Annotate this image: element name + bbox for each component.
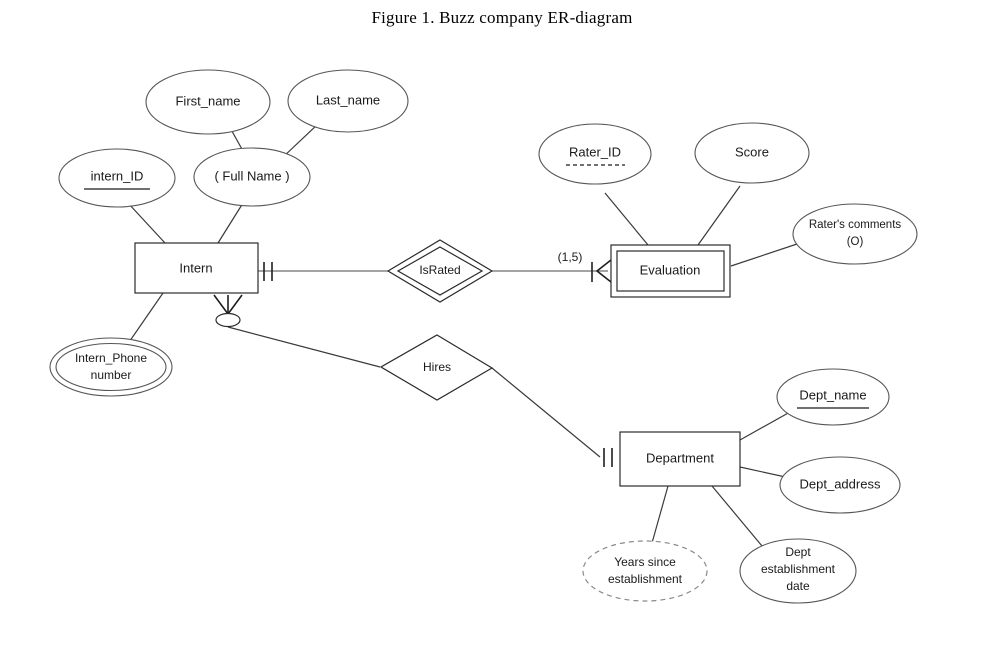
attribute-ellipse [792, 203, 918, 265]
attribute-label: First_name [175, 93, 240, 108]
edge-score-evaluation [697, 185, 741, 246]
attribute-label-line1: Intern_Phone [75, 351, 147, 365]
attribute-label-line2: establishment [761, 562, 836, 576]
attribute-ellipse [538, 123, 652, 185]
attribute-ellipse [694, 122, 810, 184]
marker-one-and-only-one-intern [263, 262, 273, 281]
relationship-label: Hires [423, 360, 451, 374]
marker-one-to-many-evaluation [591, 259, 612, 283]
attribute-label-line1: Dept [785, 545, 811, 559]
entity-box-inner [616, 250, 725, 292]
attribute-ellipse [58, 148, 176, 208]
edge-intern-id-intern [127, 202, 166, 244]
entity-label: Evaluation [640, 262, 701, 277]
figure-title: Figure 1. Buzz company ER-diagram [371, 8, 633, 27]
attribute-label: ( Full Name ) [214, 168, 289, 183]
attribute-rater-id[interactable]: Rater_ID [538, 123, 652, 185]
marker-zero-or-many-intern [213, 294, 243, 328]
attribute-rater-comments[interactable]: Rater's comments (O) [792, 203, 918, 265]
entity-label: Department [646, 450, 714, 465]
connector-lines [124, 123, 801, 547]
attribute-label-line3: date [786, 579, 810, 593]
attribute-label: Score [735, 144, 769, 159]
edge-department-years-since [651, 485, 669, 544]
attribute-label-line1: Rater's comments [809, 219, 902, 231]
relationship-diamond-inner [396, 246, 484, 296]
attribute-dept-address[interactable]: Dept_address [779, 456, 901, 514]
attribute-intern-phone-number[interactable]: Intern_Phone number [49, 337, 173, 397]
relationship-israted[interactable]: IsRated [386, 239, 494, 303]
attribute-ellipse-inner [55, 342, 167, 392]
cardinality-markers [213, 259, 613, 467]
attribute-ellipse-derived [582, 540, 708, 602]
attribute-years-since-establishment[interactable]: Years since establishment [582, 540, 708, 602]
entity-evaluation[interactable]: Evaluation [610, 244, 731, 298]
edge-department-dept-name [739, 411, 791, 441]
edge-department-dept-est-date [711, 485, 763, 547]
marker-one-and-only-one-department [603, 448, 613, 467]
entity-label: Intern [179, 260, 212, 275]
attribute-ellipse [145, 69, 271, 135]
attribute-label: Rater_ID [569, 144, 621, 159]
relationship-label: IsRated [419, 263, 460, 277]
cardinality-label-israted: (1,5) [558, 250, 583, 264]
attribute-ellipse [776, 368, 890, 426]
attribute-dept-name[interactable]: Dept_name [776, 368, 890, 426]
edge-rater-id-evaluation [604, 192, 649, 246]
entity-department[interactable]: Department [619, 431, 741, 487]
attribute-last-name[interactable]: Last_name [287, 69, 409, 133]
attribute-label-line2: number [91, 368, 132, 382]
edge-hires-department [491, 367, 601, 458]
attribute-label-line1: Years since [614, 555, 676, 569]
attribute-label: Last_name [316, 92, 380, 107]
attribute-score[interactable]: Score [694, 122, 810, 184]
attribute-dept-establishment-date[interactable]: Dept establishment date [739, 538, 857, 604]
edge-intern-hires [227, 326, 381, 368]
edge-full-name-intern [217, 202, 244, 244]
attribute-ellipse [739, 538, 857, 604]
attribute-ellipse [193, 147, 311, 207]
edge-last-name-full-name [281, 123, 319, 159]
attribute-label: Dept_name [799, 387, 866, 402]
edge-evaluation-rater-comments [730, 242, 801, 267]
attribute-ellipse [779, 456, 901, 514]
attribute-intern-id[interactable]: intern_ID [58, 148, 176, 208]
edge-intern-phone [124, 292, 164, 349]
attribute-ellipse [287, 69, 409, 133]
attribute-label: intern_ID [91, 168, 144, 183]
attribute-label-line2: establishment [608, 572, 683, 586]
entity-intern[interactable]: Intern [134, 242, 259, 294]
attribute-first-name[interactable]: First_name [145, 69, 271, 135]
relationship-diamond [379, 334, 494, 401]
relationship-hires[interactable]: Hires [379, 334, 494, 401]
edge-department-dept-address [739, 466, 791, 479]
attribute-label-line2: (O) [847, 236, 864, 248]
attribute-label: Dept_address [800, 476, 881, 491]
attribute-full-name[interactable]: ( Full Name ) [193, 147, 311, 207]
entity-box [619, 431, 741, 487]
entity-box [134, 242, 259, 294]
